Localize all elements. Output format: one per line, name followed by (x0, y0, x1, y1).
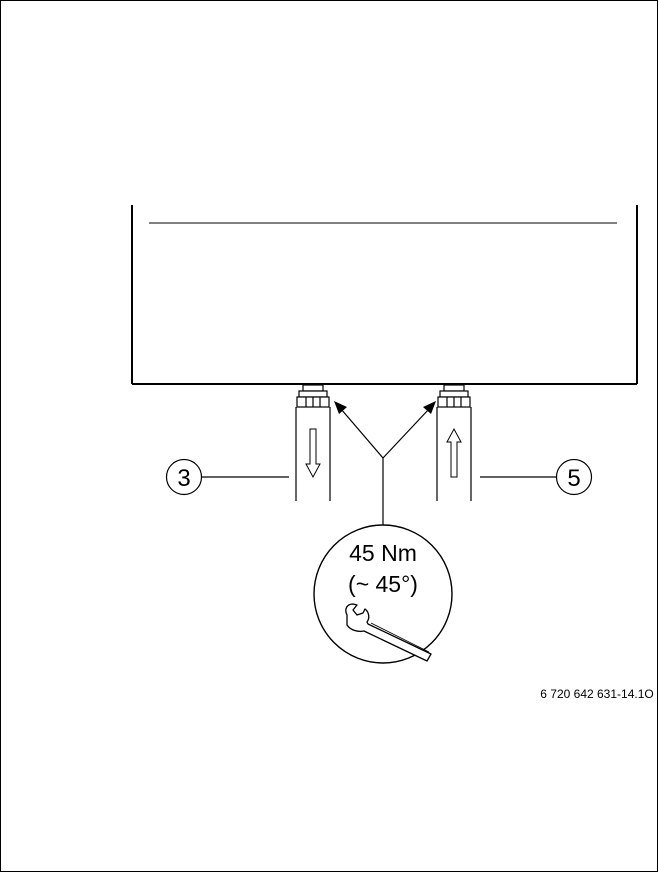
figure-code: 6 720 642 631-14.1O (540, 687, 653, 701)
arrow-down-icon (305, 428, 321, 479)
callout-3: 3 (165, 458, 289, 496)
torque-value: 45 Nm (349, 540, 417, 566)
leader-arrowhead-left (334, 401, 347, 414)
leader-arrowhead-right (423, 401, 436, 414)
wrench-icon (345, 603, 432, 662)
callout-5: 5 (480, 458, 593, 496)
left-fitting-nut (296, 384, 330, 408)
right-fitting-nut (437, 384, 471, 408)
right-pipe (436, 407, 472, 501)
torque-angle: (~ 45°) (348, 571, 418, 597)
callout-3-label: 3 (177, 465, 190, 492)
left-pipe (295, 407, 331, 501)
callout-5-label: 5 (567, 465, 580, 492)
appliance-body (131, 205, 638, 385)
torque-detail: 45 Nm (~ 45°) (313, 524, 453, 664)
torque-leader-lines (340, 408, 430, 525)
arrow-up-icon (446, 427, 462, 478)
